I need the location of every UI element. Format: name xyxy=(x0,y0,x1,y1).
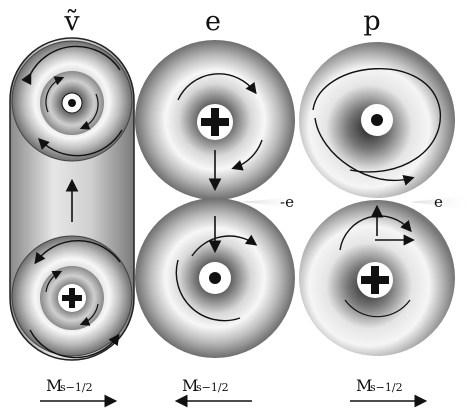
svg-text:s−1/2: s−1/2 xyxy=(370,381,403,394)
electron-structure xyxy=(135,40,295,358)
moment-label-electron: M s−1/2 xyxy=(178,376,252,401)
column-label-proton: p xyxy=(363,6,380,37)
svg-text:s−1/2: s−1/2 xyxy=(196,381,229,394)
antineutrino-structure xyxy=(10,38,134,360)
moment-label-proton: M s−1/2 xyxy=(350,376,424,401)
dot-icon xyxy=(361,104,393,136)
dot-icon xyxy=(199,262,231,294)
svg-text:s−1/2: s−1/2 xyxy=(60,381,93,394)
charge-label-minus-e: -e xyxy=(280,193,294,211)
moment-label-antineutrino: M s−1/2 xyxy=(40,376,114,401)
column-label-electron: e xyxy=(205,6,221,37)
column-label-antineutrino: ṽ xyxy=(63,6,80,37)
charge-label-e: e xyxy=(434,193,443,211)
plus-icon xyxy=(58,284,86,312)
plus-icon xyxy=(357,262,393,298)
proton-structure xyxy=(299,42,455,356)
plus-icon xyxy=(197,104,233,140)
